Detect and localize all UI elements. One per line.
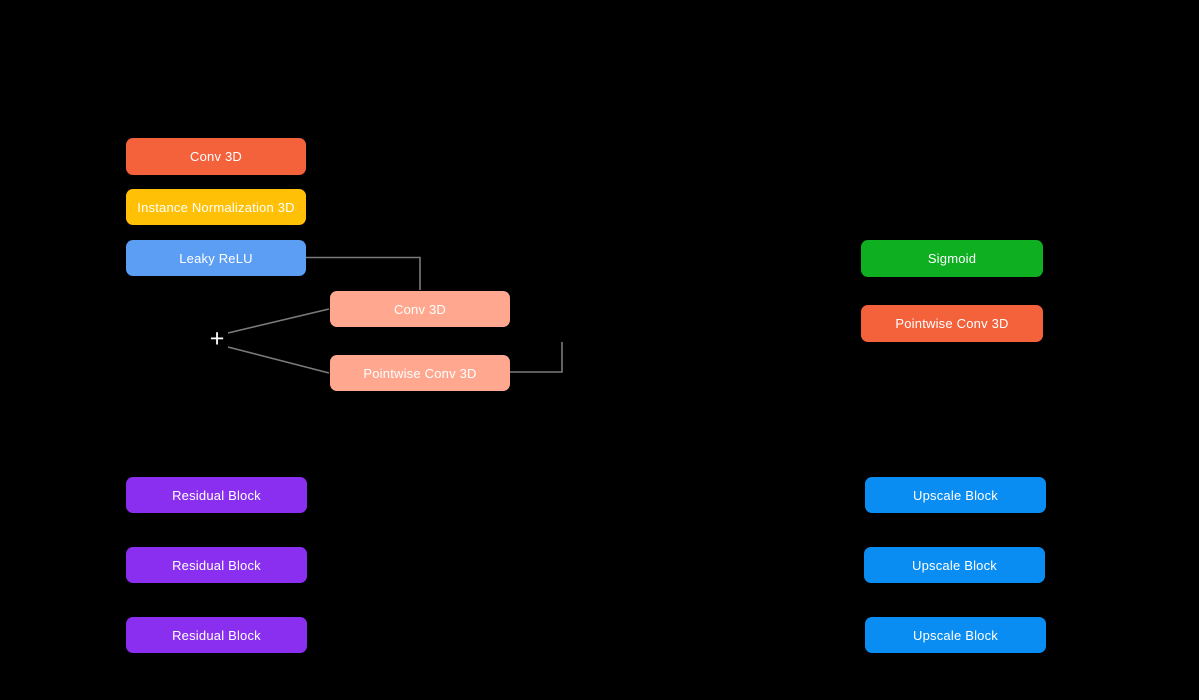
- node-residual-block-2[interactable]: Residual Block: [126, 547, 307, 583]
- node-label: Upscale Block: [913, 627, 998, 643]
- edge-plus-to-conv3d: [227, 308, 330, 334]
- node-label: Sigmoid: [927, 251, 977, 266]
- node-instance-normalization[interactable]: Instance Normalization 3D: [126, 189, 306, 225]
- edge-plus-to-pointwise: [227, 346, 330, 374]
- node-label: Upscale Block: [913, 487, 998, 503]
- node-conv-3d-inner[interactable]: Conv 3D: [330, 291, 510, 327]
- node-label: Instance Normalization 3D: [137, 199, 295, 215]
- plus-operator: +: [209, 324, 225, 353]
- node-label: Pointwise Conv 3D: [363, 365, 477, 381]
- node-residual-block-1[interactable]: Residual Block: [126, 477, 307, 513]
- node-label: Leaky ReLU: [179, 250, 253, 266]
- edge-pointwise-out-right-elbow: [510, 342, 563, 373]
- node-pointwise-conv-3d-out[interactable]: Pointwise Conv 3D: [861, 305, 1043, 342]
- edge-leaky-relu-to-conv3d: [306, 256, 421, 290]
- node-upscale-block-3[interactable]: Upscale Block: [865, 617, 1046, 653]
- node-sigmoid[interactable]: Sigmoid: [861, 240, 1043, 277]
- node-label: Pointwise Conv 3D: [895, 316, 1009, 331]
- node-label: Residual Block: [172, 557, 261, 573]
- node-upscale-block-2[interactable]: Upscale Block: [864, 547, 1045, 583]
- node-conv-3d-top[interactable]: Conv 3D: [126, 138, 306, 175]
- node-label: Conv 3D: [394, 301, 446, 317]
- node-label: Residual Block: [172, 627, 261, 643]
- node-residual-block-3[interactable]: Residual Block: [126, 617, 307, 653]
- node-label: Conv 3D: [190, 149, 242, 164]
- node-label: Residual Block: [172, 487, 261, 503]
- node-upscale-block-1[interactable]: Upscale Block: [865, 477, 1046, 513]
- node-pointwise-conv-3d-inner[interactable]: Pointwise Conv 3D: [330, 355, 510, 391]
- node-label: Upscale Block: [912, 557, 997, 573]
- node-leaky-relu[interactable]: Leaky ReLU: [126, 240, 306, 276]
